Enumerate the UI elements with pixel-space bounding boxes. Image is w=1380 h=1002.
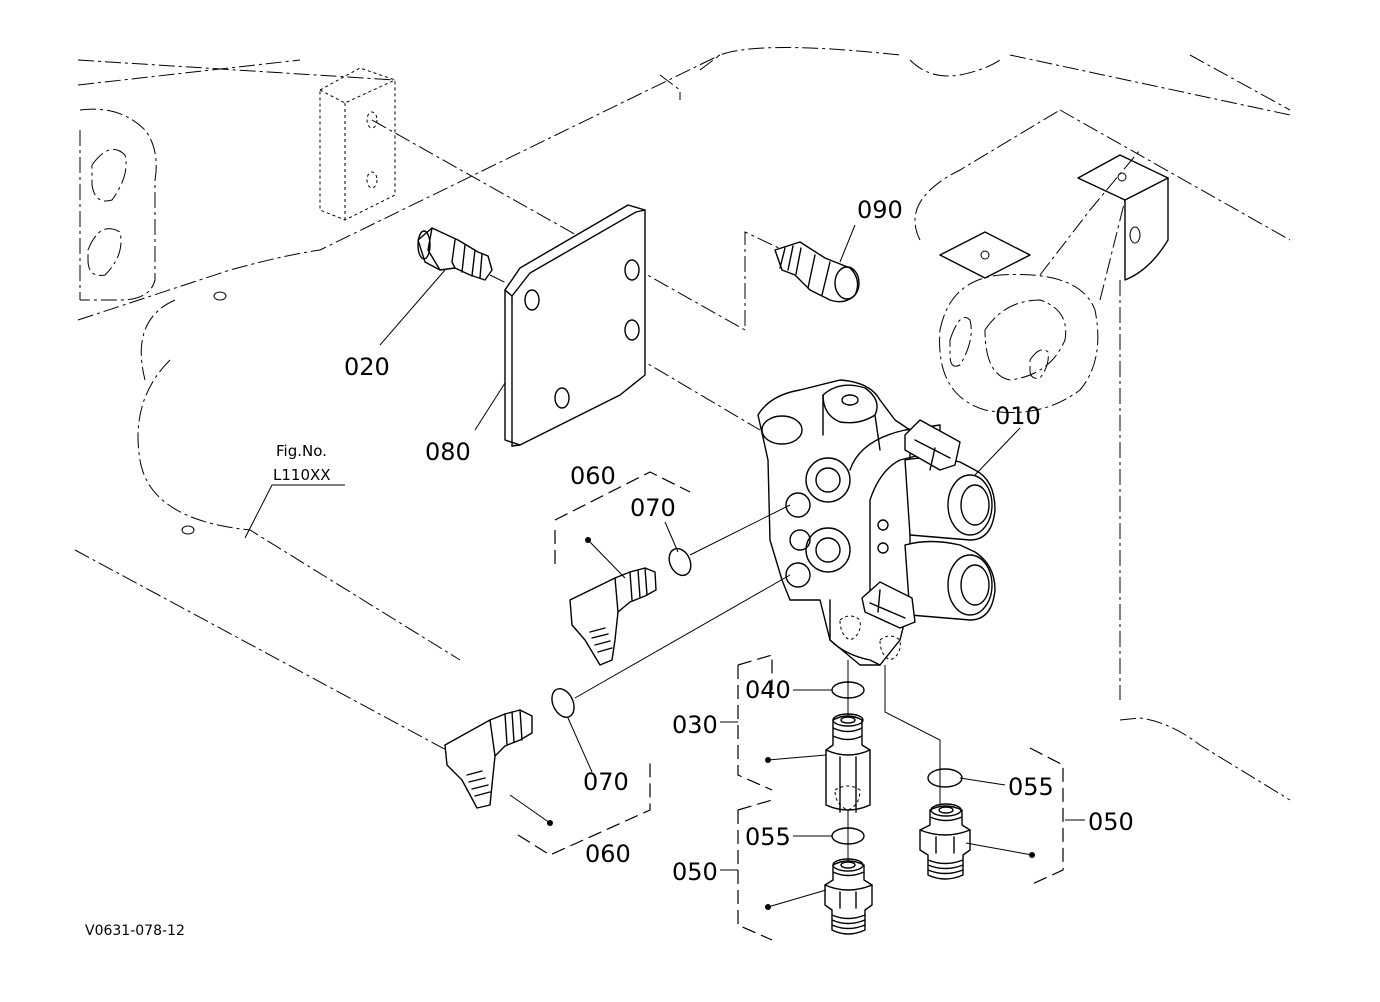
callout-055-center: 055	[745, 823, 791, 851]
callout-040: 040	[745, 676, 791, 704]
drawing-code: V0631-078-12	[85, 923, 185, 939]
group-bracket-050-right	[1029, 747, 1064, 886]
frame-outline	[74, 47, 1291, 801]
callout-060-upper: 060	[570, 462, 616, 490]
o-ring-055-right	[927, 768, 963, 788]
centerline-lower-port	[574, 574, 791, 699]
elbow-fitting-060-lower	[444, 709, 533, 809]
o-ring-070-upper	[668, 547, 692, 577]
callout-030: 030	[672, 711, 718, 739]
elbow-fitting-060-upper	[569, 567, 657, 666]
solenoid-valve-010	[757, 379, 996, 666]
callout-050-center: 050	[672, 858, 718, 886]
bolt-090	[774, 241, 860, 303]
fig-ref-number: L110XX	[273, 466, 331, 484]
callout-070-lower: 070	[583, 768, 629, 796]
callout-070-upper: 070	[630, 494, 676, 522]
group-bracket-060-lower	[517, 758, 651, 856]
callout-060-lower: 060	[585, 840, 631, 868]
group-indicators	[509, 537, 1035, 910]
callout-010: 010	[995, 402, 1041, 430]
adapter-030	[825, 713, 871, 813]
group-bracket-060-upper	[554, 471, 691, 521]
callout-050-right: 050	[1088, 808, 1134, 836]
callout-080: 080	[425, 438, 471, 466]
nipple-050-center	[824, 858, 873, 935]
frame-right-bracket	[939, 149, 1169, 413]
centerline-020	[489, 274, 761, 431]
mounting-block	[319, 67, 396, 221]
group-bracket-030	[737, 654, 773, 791]
callout-090: 090	[857, 196, 903, 224]
frame-hole	[213, 291, 227, 301]
fig-ref-label: Fig.No.	[276, 442, 327, 460]
centerline-upper-port	[689, 504, 791, 556]
frame-hole	[181, 525, 195, 535]
callout-055-right: 055	[1008, 773, 1054, 801]
centerline-090	[371, 119, 801, 331]
nipple-050-right	[919, 803, 971, 880]
callout-020: 020	[344, 353, 390, 381]
o-ring-070-lower	[551, 688, 575, 718]
callout-leaders	[244, 224, 1085, 871]
stud-bolt-020	[417, 227, 493, 281]
frame-left-bracket	[79, 108, 157, 301]
mounting-plate-080	[504, 204, 646, 447]
centerline-055-right	[884, 665, 941, 810]
group-bracket-050-center	[737, 799, 773, 941]
